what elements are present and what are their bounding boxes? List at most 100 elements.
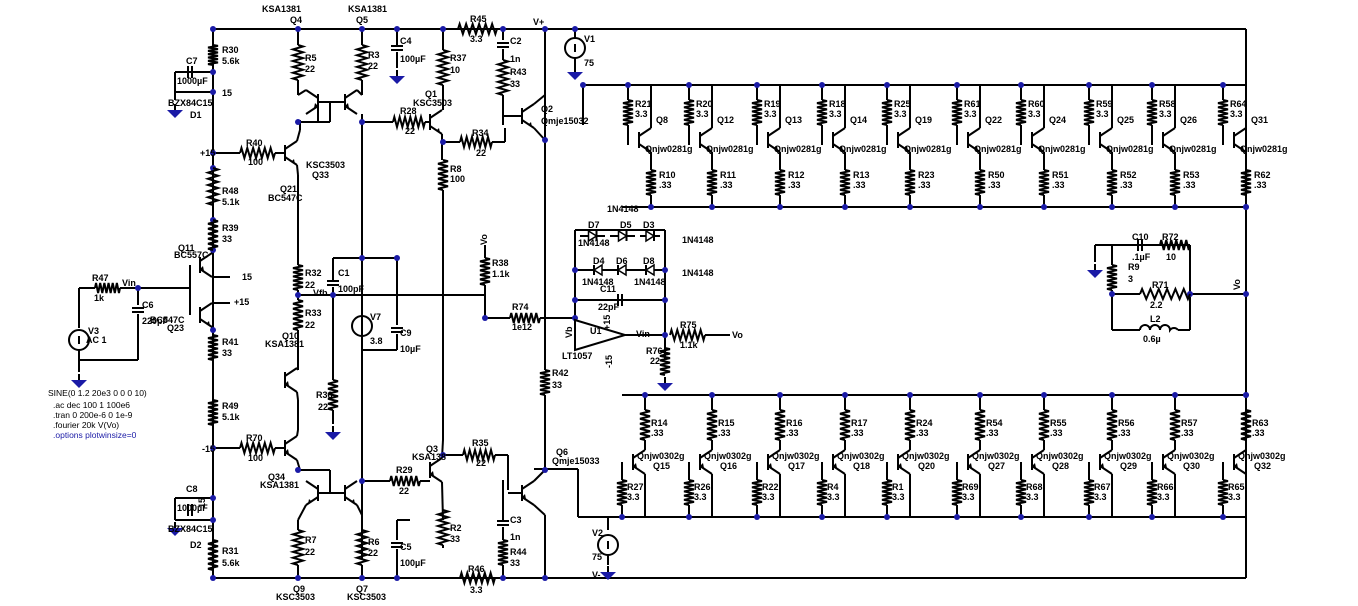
bjt-arrow <box>528 122 532 127</box>
resistor-zigzag <box>509 312 541 324</box>
junction-dot <box>1220 82 1226 88</box>
r13-label: R13 <box>853 170 870 180</box>
junction-dot <box>1109 204 1115 210</box>
d8-diode <box>640 263 660 277</box>
bjt-arrow <box>700 463 704 468</box>
r67-value: 3.3 <box>1094 492 1107 502</box>
ksc_q33-label: KSC3503 <box>306 160 345 170</box>
r26-resistor <box>683 479 695 506</box>
q17-part: Qnjw0302g <box>772 451 820 461</box>
resistor-zigzag <box>292 264 304 291</box>
wire <box>296 129 301 142</box>
q18-label: Q18 <box>853 461 870 471</box>
junction-dot <box>572 26 578 32</box>
r64-resistor <box>1217 99 1229 126</box>
bjt-arrow <box>206 321 210 326</box>
r50-resistor <box>974 169 986 196</box>
q14-label: Q14 <box>850 115 867 125</box>
diode-triangle <box>587 229 598 243</box>
resistor-zigzag <box>457 20 498 38</box>
bjt-arrow <box>1234 463 1238 468</box>
bjt-emitter <box>699 143 713 153</box>
junction-dot <box>1041 204 1047 210</box>
c10-label: C10 <box>1132 232 1149 242</box>
r14-resistor <box>639 409 651 441</box>
r38-resistor <box>479 257 491 286</box>
r71-resistor <box>1139 286 1191 302</box>
q22-part: Qnjw0281g <box>974 144 1022 154</box>
r7-label: R7 <box>305 535 317 545</box>
r25-resistor <box>881 99 893 126</box>
bjt-emitter <box>284 451 298 461</box>
d2-ground <box>167 528 183 536</box>
bjt-arrow <box>1169 146 1173 151</box>
q27-label: Q27 <box>988 461 1005 471</box>
components <box>68 20 1252 587</box>
r64-label: R64 <box>1230 99 1247 109</box>
r36-label: R36 <box>316 390 333 400</box>
bjt-emitter <box>767 465 781 475</box>
q34-transistor <box>284 435 298 461</box>
r5-resistor <box>289 44 307 81</box>
junction-dot <box>580 82 586 88</box>
r52-resistor <box>1106 169 1118 196</box>
bjt-arrow <box>1032 463 1036 468</box>
r36-resistor <box>327 379 339 411</box>
q12-label: Q12 <box>717 115 734 125</box>
d6-diode <box>612 263 632 277</box>
c11-label: C11 <box>600 284 616 294</box>
junction-dot <box>210 26 216 32</box>
q8-label: Q8 <box>656 115 668 125</box>
r11-label: R11 <box>720 170 736 180</box>
v1-source <box>564 37 586 59</box>
junction-dot <box>542 575 548 581</box>
junction-dot <box>709 204 715 210</box>
q12-part: Qnjw0281g <box>706 144 754 154</box>
r20-label: R20 <box>696 99 713 109</box>
q20-transistor <box>897 449 911 475</box>
bjt-collector <box>521 103 535 113</box>
bjt-collector <box>967 127 981 137</box>
resistor-zigzag <box>1083 99 1095 126</box>
r25-label: R25 <box>894 99 911 109</box>
r12-label: R12 <box>788 170 805 180</box>
resistor-zigzag <box>622 99 634 126</box>
ksa1381_q4-label: KSA1381 <box>262 4 301 14</box>
q26-transistor <box>1162 127 1176 153</box>
q11-label: Q11 <box>178 243 195 253</box>
d6-label: D6 <box>616 256 628 266</box>
q13-transistor <box>767 127 781 153</box>
q22-transistor <box>967 127 981 153</box>
r29-label: R29 <box>396 465 413 475</box>
resistor-zigzag <box>1038 169 1050 196</box>
r68-value: 3.3 <box>1026 492 1039 502</box>
r48v-label: 5.1k <box>222 197 241 207</box>
q26-part: Qnjw0281g <box>1169 144 1217 154</box>
r75-label: R75 <box>680 320 697 330</box>
c11-capacitor <box>617 294 623 306</box>
q28-part: Qnjw0302g <box>1036 451 1084 461</box>
resistor-zigzag <box>434 509 452 546</box>
bjt-arrow <box>522 494 526 499</box>
r3-label: R3 <box>368 50 380 60</box>
r19-value: 3.3 <box>764 109 777 119</box>
resistor-zigzag <box>683 99 695 126</box>
bjt-collector <box>305 480 319 490</box>
spice-directive-5: .options plotwinsize=0 <box>53 430 137 440</box>
bjt-collector <box>429 109 443 119</box>
bjt-arrow <box>285 381 289 386</box>
resistor-zigzag <box>659 347 671 376</box>
bjt-arrow <box>1100 463 1104 468</box>
junction-dot <box>625 82 631 88</box>
wires <box>78 26 1249 581</box>
resistor-zigzag <box>479 257 491 286</box>
r1-resistor <box>881 479 893 506</box>
bjt-emitter <box>1031 465 1045 475</box>
r13-value: .33 <box>853 180 866 190</box>
r70-resistor <box>239 439 276 457</box>
r52-label: R52 <box>1120 170 1137 180</box>
bjt-emitter <box>632 465 646 475</box>
r44-label: R44 <box>510 547 527 557</box>
r33-label: R33 <box>305 308 322 318</box>
resistor-zigzag <box>239 144 276 162</box>
